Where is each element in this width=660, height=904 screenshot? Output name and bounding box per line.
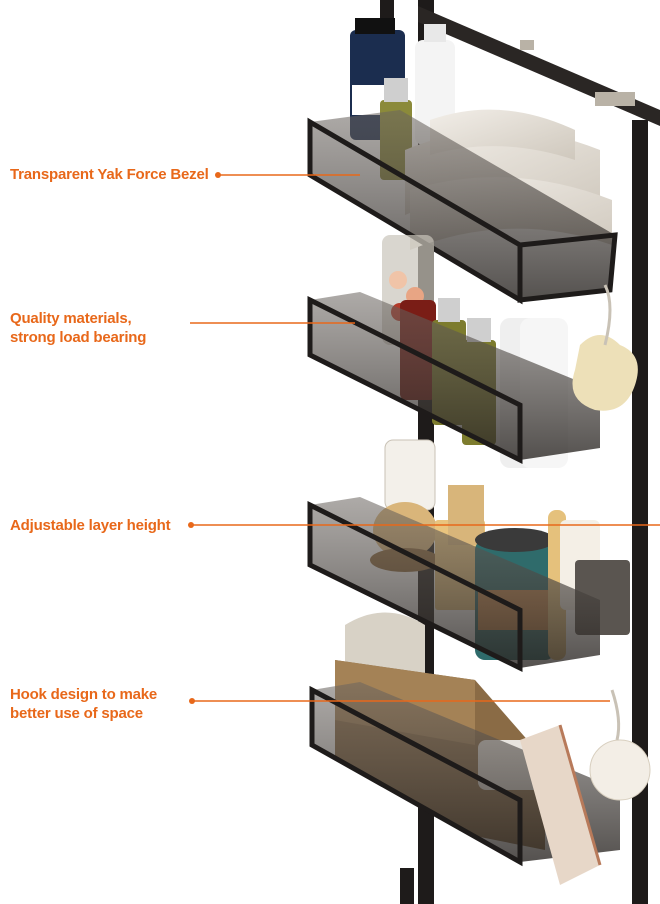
callout-line: strong load bearing [10, 329, 147, 346]
callout-line: Quality materials, [10, 310, 132, 327]
callout-transparent-bezel: Transparent Yak Force Bezel [10, 165, 209, 184]
hanging-items [520, 284, 651, 885]
callout-adjustable-height: Adjustable layer height [10, 516, 171, 535]
shelf-1 [307, 18, 618, 305]
shelf-2 [307, 235, 638, 468]
callout-quality-materials: Quality materials, strong load bearing [10, 309, 146, 347]
callout-line: Transparent Yak Force Bezel [10, 166, 209, 183]
shelf-3 [307, 439, 630, 673]
callout-lines [188, 172, 660, 704]
callout-line: Hook design to make [10, 686, 158, 703]
callout-line: Adjustable layer height [10, 517, 171, 534]
callout-line: better use of space [10, 705, 143, 722]
callout-hook-design: Hook design to make better use of space [10, 685, 157, 723]
